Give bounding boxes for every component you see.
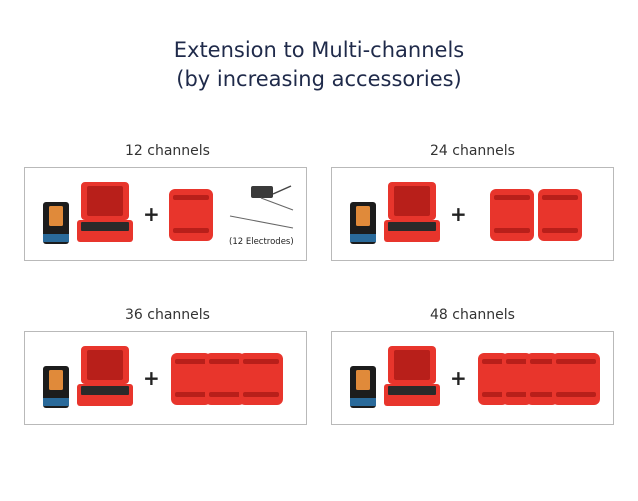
extension-module-1 — [490, 189, 534, 241]
extension-module-2 — [205, 353, 245, 405]
module-ridge — [530, 359, 554, 364]
extension-module-3 — [239, 353, 283, 405]
config-12-card: + (12 Electrodes) — [24, 167, 307, 261]
title-line-2: (by increasing accessories) — [176, 67, 462, 91]
extension-module-2 — [502, 353, 532, 405]
module-ridge — [506, 392, 528, 397]
electrode-cable — [272, 185, 292, 195]
extension-module-3 — [526, 353, 558, 405]
module-ridge — [173, 228, 209, 233]
case-panel — [81, 222, 129, 231]
controller-strap — [350, 398, 376, 406]
config-12-label: 12 channels — [125, 143, 210, 159]
main-instrument-set — [350, 182, 440, 244]
electrodes-note: (12 Electrodes) — [229, 237, 294, 247]
case-panel — [388, 386, 436, 395]
config-24-card: + — [331, 167, 614, 261]
controller-strap — [43, 234, 69, 242]
plus-sign: + — [143, 366, 160, 390]
module-ridge — [556, 392, 596, 397]
electrode-connector — [251, 186, 273, 198]
case-lid-inner — [394, 186, 430, 216]
module-ridge — [173, 195, 209, 200]
controller-screen — [356, 206, 370, 226]
controller-strap — [350, 234, 376, 242]
config-12-illustration — [43, 182, 294, 244]
plus-sign: + — [450, 202, 467, 226]
main-instrument-set — [43, 346, 133, 408]
electrode-cable — [229, 215, 294, 229]
electrode-cable-icon — [229, 185, 294, 229]
module-ridge — [506, 359, 528, 364]
main-instrument-set — [43, 182, 133, 244]
config-36-card: + — [24, 331, 307, 425]
case-lid-inner — [87, 186, 123, 216]
config-24-label: 24 channels — [430, 143, 515, 159]
controller-screen — [49, 206, 63, 226]
module-ridge — [542, 228, 578, 233]
module-ridge — [243, 392, 279, 397]
config-36-illustration — [43, 346, 283, 408]
electrode-cable — [260, 197, 294, 211]
extension-module-2 — [538, 189, 582, 241]
extension-module-4 — [552, 353, 600, 405]
config-48-card: + — [331, 331, 614, 425]
module-ridge — [482, 359, 504, 364]
extension-module-1 — [171, 353, 211, 405]
page-title: Extension to Multi-channels (by increasi… — [0, 36, 638, 94]
plus-sign: + — [450, 366, 467, 390]
controller-screen — [356, 370, 370, 390]
controller-screen — [49, 370, 63, 390]
case-lid-inner — [394, 350, 430, 380]
module-ridge — [542, 195, 578, 200]
config-36-label: 36 channels — [125, 307, 210, 323]
main-instrument-set — [350, 346, 440, 408]
extension-module-1 — [169, 189, 213, 241]
plus-sign: + — [143, 202, 160, 226]
module-ridge — [175, 392, 207, 397]
case-panel — [388, 222, 436, 231]
config-48-label: 48 channels — [430, 307, 515, 323]
module-ridge — [209, 359, 241, 364]
title-line-1: Extension to Multi-channels — [173, 38, 465, 62]
module-ridge — [482, 392, 504, 397]
module-ridge — [243, 359, 279, 364]
config-24-illustration — [350, 182, 582, 244]
module-ridge — [209, 392, 241, 397]
module-ridge — [530, 392, 554, 397]
module-ridge — [556, 359, 596, 364]
controller-strap — [43, 398, 69, 406]
case-panel — [81, 386, 129, 395]
module-ridge — [494, 195, 530, 200]
module-ridge — [175, 359, 207, 364]
config-48-illustration — [350, 346, 600, 408]
extension-module-1 — [478, 353, 508, 405]
module-ridge — [494, 228, 530, 233]
case-lid-inner — [87, 350, 123, 380]
